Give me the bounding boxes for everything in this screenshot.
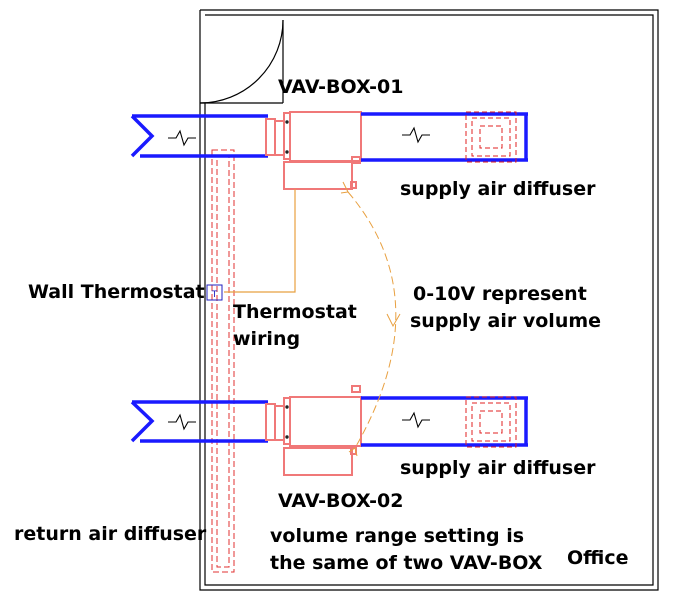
signal-arrow-mid (386, 313, 401, 328)
wall-thermostat-label: Wall Thermostat (28, 281, 205, 303)
return-air-diffuser-strip (211, 149, 235, 573)
supply-air-diffuser-2 (465, 396, 517, 448)
supply-duct-outlet-1 (361, 112, 528, 162)
vav-box-02 (265, 385, 362, 476)
signal-arc-0-10v (347, 191, 397, 449)
supply-duct-inlet-1 (130, 114, 268, 158)
vav-box-02-label: VAV-BOX-02 (278, 490, 403, 512)
supply-duct-outlet-2 (361, 396, 528, 447)
return-air-diffuser-label: return air diffuser (14, 523, 207, 545)
break-symbol (168, 413, 196, 431)
signal-arrow-bottom (348, 447, 358, 457)
note-line-2: the same of two VAV-BOX (270, 552, 543, 574)
signal-label-1: 0-10V represent (413, 283, 587, 305)
signal-label-2: supply air volume (410, 310, 601, 332)
break-symbol (402, 126, 430, 144)
vav-box-01 (265, 111, 362, 190)
thermostat-symbol-label: T (211, 290, 218, 300)
wall-thermostat: T (206, 284, 223, 301)
office-walls (199, 9, 659, 591)
signal-arrow-top (340, 181, 349, 194)
note-line-1: volume range setting is (270, 525, 524, 547)
thermostat-wiring-label-1: Thermostat (233, 301, 357, 323)
vav-box-02-damper-marks (285, 405, 289, 439)
thermostat-wiring-label-2: wiring (233, 328, 300, 350)
break-symbol (168, 129, 196, 147)
vav-box-01-label: VAV-BOX-01 (278, 76, 403, 98)
thermostat-wiring-line (224, 189, 296, 293)
room-label-office: Office (567, 547, 629, 569)
door-swing-arc (199, 19, 284, 104)
supply-diffuser-2-label: supply air diffuser (400, 457, 596, 479)
supply-duct-inlet-2 (130, 400, 268, 443)
break-symbol (402, 411, 430, 429)
supply-diffuser-1-label: supply air diffuser (400, 178, 596, 200)
vav-box-01-damper-marks (285, 120, 289, 154)
supply-air-diffuser-1 (465, 111, 517, 163)
